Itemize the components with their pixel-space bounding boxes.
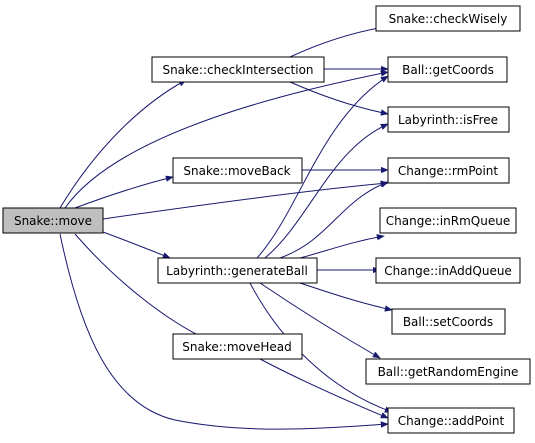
edge-move-to-checkIntersection: [59, 79, 187, 209]
node-box: [387, 56, 508, 83]
edge-generateBall-to-isFree: [264, 123, 389, 259]
node-change-addPoint[interactable]: Change::addPoint: [387, 407, 515, 434]
node-label: Snake::moveHead: [182, 340, 291, 354]
node-label: Change::inAddQueue: [384, 264, 512, 278]
node-label: Snake::checkIntersection: [162, 63, 313, 77]
edge-checkIntersection-to-isFree: [289, 81, 389, 116]
node-ball-setCoords[interactable]: Ball::setCoords: [391, 308, 506, 335]
node-snake-checkIntersection[interactable]: Snake::checkIntersection: [151, 56, 325, 83]
node-label: Labyrinth::isFree: [398, 113, 498, 127]
node-box: [375, 5, 521, 32]
edge-checkIntersection-to-checkWisely: [289, 25, 385, 58]
edge-move-to-generateBall: [102, 231, 171, 259]
edge-moveHead-to-addPoint: [259, 358, 389, 419]
node-label: Snake::moveBack: [183, 164, 290, 178]
node-label: Change::addPoint: [398, 414, 505, 428]
edge-generateBall-to-getCoords: [256, 75, 389, 259]
edge-generateBall-to-setCoords: [299, 282, 393, 312]
node-box: [2, 207, 104, 234]
node-label: Snake::checkWisely: [389, 12, 508, 26]
node-snake-move[interactable]: Snake::move: [2, 207, 104, 234]
edge-generateBall-to-rmPoint: [279, 181, 389, 259]
node-labyrinth-isFree[interactable]: Labyrinth::isFree: [387, 106, 510, 133]
node-ball-getRandomEngine[interactable]: Ball::getRandomEngine: [365, 358, 531, 385]
node-box: [391, 308, 506, 335]
node-box: [172, 157, 303, 184]
node-box: [387, 157, 510, 184]
node-box: [387, 106, 510, 133]
node-labyrinth-generateBall[interactable]: Labyrinth::generateBall: [157, 257, 318, 284]
node-label: Change::rmPoint: [398, 164, 499, 178]
node-box: [157, 257, 318, 284]
node-snake-checkWisely[interactable]: Snake::checkWisely: [375, 5, 521, 32]
edge-generateBall-to-getRandomEngine: [259, 282, 381, 359]
node-label: Change::inRmQueue: [386, 214, 510, 228]
edge-move-to-addPoint: [59, 233, 389, 430]
node-change-inRmQueue[interactable]: Change::inRmQueue: [379, 207, 517, 234]
node-label: Labyrinth::generateBall: [166, 264, 308, 278]
node-box: [151, 56, 325, 83]
node-snake-moveHead[interactable]: Snake::moveHead: [172, 333, 303, 360]
node-change-inAddQueue[interactable]: Change::inAddQueue: [375, 257, 521, 284]
node-label: Ball::getCoords: [402, 63, 494, 77]
node-label: Snake::move: [14, 214, 92, 228]
node-box: [365, 358, 531, 385]
edge-generateBall-to-addPoint: [249, 282, 393, 413]
edge-move-to-moveBack: [74, 175, 174, 209]
node-label: Ball::setCoords: [403, 315, 493, 329]
node-snake-moveBack[interactable]: Snake::moveBack: [172, 157, 303, 184]
edges: [59, 25, 393, 430]
edge-move-to-rmPoint: [102, 180, 389, 220]
edge-generateBall-to-inRmQueue: [299, 234, 385, 259]
node-ball-getCoords[interactable]: Ball::getCoords: [387, 56, 508, 83]
node-change-rmPoint[interactable]: Change::rmPoint: [387, 157, 510, 184]
node-label: Ball::getRandomEngine: [378, 365, 519, 379]
node-box: [375, 257, 521, 284]
node-box: [387, 407, 515, 434]
node-box: [379, 207, 517, 234]
edge-move-to-moveHead: [74, 233, 209, 341]
node-box: [172, 333, 303, 360]
edge-move-to-getCoords: [64, 70, 389, 209]
